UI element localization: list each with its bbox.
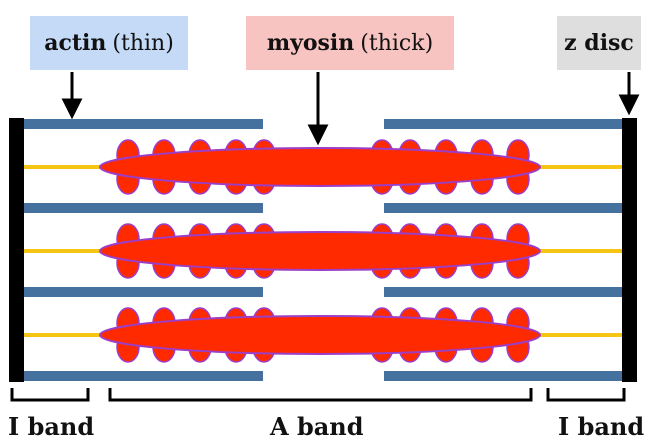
zdisc-label: z disc [564,30,634,56]
filaments-group [9,118,637,382]
actin-label: actin [44,30,107,56]
myosin-filament [99,147,541,187]
myosin-label-box: myosin (thick) [246,16,454,70]
i-band-right-label: I band [558,412,645,441]
actin-filament-left [24,203,263,213]
zdisc-arrowhead [618,94,640,116]
actin-filament-right [384,287,622,297]
a-band-label: A band [270,412,364,441]
a-band-bracket [108,388,533,402]
i-band-right-bracket [546,388,626,402]
actin-arrowhead [61,98,83,120]
actin-sublabel: (thin) [112,30,174,56]
actin-filament-right [384,119,622,129]
i-band-left-label: I band [8,412,95,441]
pointer-arrows [61,72,640,146]
z-disc-right [622,118,637,382]
z-disc-left [9,118,24,382]
actin-filament-left [24,371,263,381]
myosin-arrowhead [307,124,329,146]
actin-filament-right [384,203,622,213]
actin-filament-right [384,371,622,381]
band-brackets [10,388,626,402]
myosin-filament [99,315,541,355]
myosin-filament [99,231,541,271]
actin-filament-left [24,287,263,297]
actin-filament-left [24,119,263,129]
myosin-sublabel: (thick) [360,30,434,56]
myosin-label: myosin [266,30,355,56]
actin-label-box: actin (thin) [30,16,188,70]
i-band-left-bracket [10,388,90,402]
zdisc-label-box: z disc [557,16,641,70]
